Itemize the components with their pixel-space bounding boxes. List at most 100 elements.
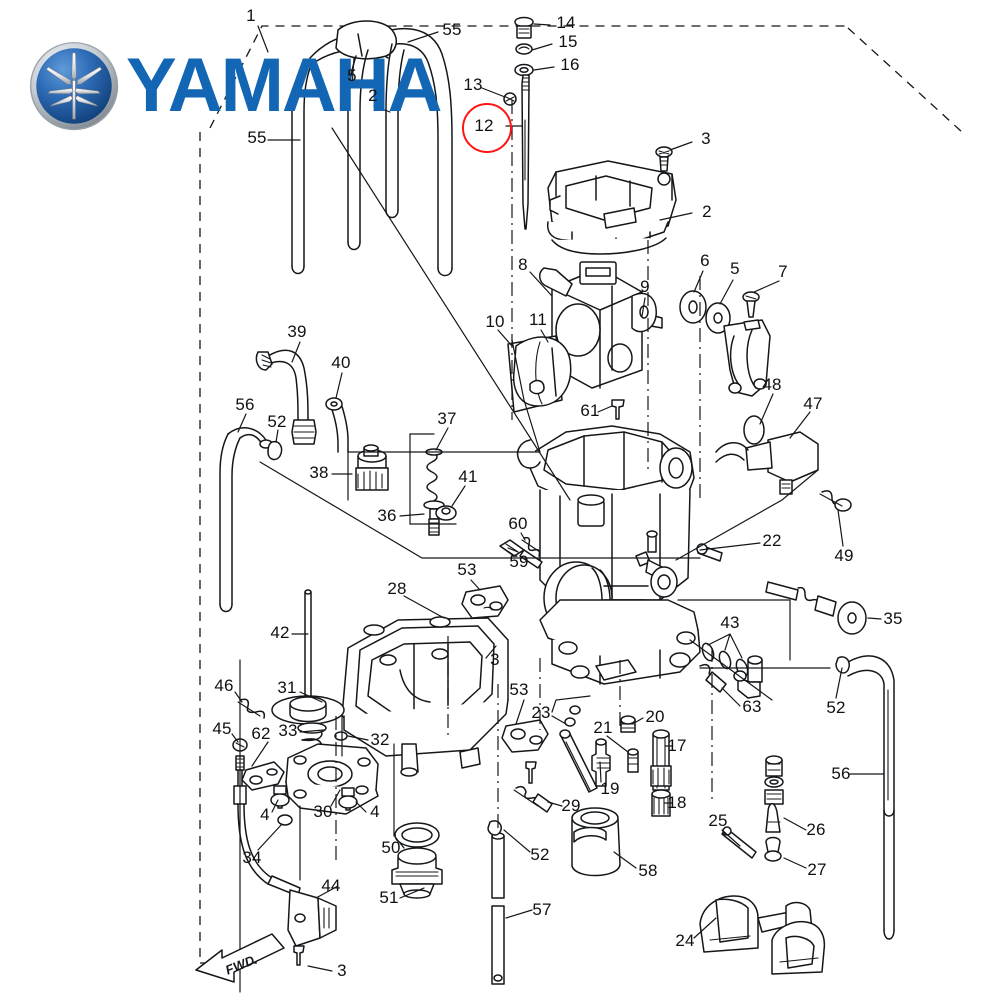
callout-26: 26	[806, 820, 826, 839]
callout-55: 55	[442, 20, 462, 39]
yamaha-wordmark: YAMAHA	[126, 43, 443, 128]
part-9-cam	[631, 292, 657, 333]
part-57-float-pin	[491, 832, 505, 985]
callout-37: 37	[437, 409, 457, 428]
part-17-main-jet-tube	[650, 729, 672, 791]
callout-63: 63	[742, 697, 762, 716]
callout-3: 3	[701, 129, 711, 148]
callout-24: 24	[675, 931, 695, 950]
callout-52: 52	[530, 845, 550, 864]
part-24-protector-caps	[699, 895, 826, 975]
part-12-jet-needle	[521, 74, 530, 230]
part-26-needle-valve	[764, 755, 784, 833]
callout-34: 34	[242, 848, 262, 867]
callout-33: 33	[278, 721, 298, 740]
callout-5: 5	[730, 259, 740, 278]
callout-20: 20	[645, 707, 665, 726]
callout-22: 22	[762, 531, 782, 550]
callout-48: 48	[762, 375, 782, 394]
bracket-lines-36-37-41	[409, 433, 457, 525]
part-40-tube	[325, 397, 349, 453]
part-18-main-jet	[651, 789, 671, 817]
callout-8: 8	[518, 255, 528, 274]
part-41-nut	[435, 505, 457, 521]
part-14-bolt	[514, 16, 534, 39]
part-44-cable	[233, 755, 337, 966]
part-48-oring	[743, 415, 765, 445]
callout-2: 2	[702, 202, 712, 221]
fwd-direction-arrow	[195, 933, 285, 983]
callout-18: 18	[667, 793, 687, 812]
part-28-float-chamber	[341, 616, 509, 777]
callout-11: 11	[528, 310, 548, 329]
part-36-needle-valve	[423, 500, 445, 536]
part-60-spring	[521, 536, 541, 557]
callout-21: 21	[593, 718, 613, 737]
part-21-jet	[627, 748, 639, 773]
part-50-oring	[394, 822, 440, 848]
part-4-bolts	[270, 785, 358, 811]
part-37-spring	[425, 448, 443, 503]
callout-55: 55	[247, 128, 267, 147]
callout-28: 28	[387, 579, 407, 598]
callout-44: 44	[321, 876, 341, 895]
part-58-float-cup	[571, 807, 621, 877]
callout-49: 49	[834, 546, 854, 565]
callout-35: 35	[883, 609, 903, 628]
callout-27: 27	[807, 860, 827, 879]
callout-23: 23	[531, 703, 551, 722]
part-61-screw	[611, 399, 625, 420]
callout-13: 13	[463, 75, 483, 94]
callout-56: 56	[235, 395, 255, 414]
part-2-top-cover	[546, 160, 677, 255]
callout-47: 47	[803, 394, 823, 413]
callout-52: 52	[826, 698, 846, 717]
callout-45: 45	[212, 719, 232, 738]
part-25-pin	[721, 826, 757, 859]
callout-14: 14	[556, 13, 576, 32]
part-20-jet-holder	[620, 715, 636, 733]
callout-43: 43	[720, 613, 740, 632]
callout-5: 5	[347, 66, 357, 85]
part-34-oring	[277, 814, 293, 826]
callout-40: 40	[331, 353, 351, 372]
part-32-oring	[334, 731, 348, 741]
part-52-clip-right	[835, 656, 850, 674]
part-35-idle-screw	[765, 581, 867, 635]
part-3-bolt-top	[655, 146, 673, 172]
callout-30: 30	[313, 802, 333, 821]
callout-52: 52	[267, 412, 287, 431]
callout-25: 25	[708, 811, 728, 830]
callout-4: 4	[370, 802, 380, 821]
part-49-screw	[819, 490, 852, 512]
callout-31: 31	[277, 678, 297, 697]
callout-42: 42	[270, 623, 290, 642]
construction-lines	[239, 100, 831, 993]
carburetor-main-body	[516, 425, 701, 685]
part-6-washer	[679, 290, 707, 324]
part-11-diaphragm	[512, 336, 572, 407]
part-38-diaphragm-housing	[291, 419, 389, 491]
callout-32: 32	[370, 730, 390, 749]
callout-62: 62	[251, 724, 271, 743]
callout-10: 10	[485, 312, 505, 331]
callout-29: 29	[561, 796, 581, 815]
part-31-float	[271, 695, 345, 725]
callout-16: 16	[560, 55, 580, 74]
callout-61: 61	[580, 401, 600, 420]
yamaha-tuning-fork-logo	[29, 41, 119, 131]
callout-3: 3	[490, 650, 500, 669]
part-52-clip-left	[267, 440, 283, 461]
callout-3: 3	[337, 961, 347, 980]
part-23-needle-jet	[551, 695, 598, 793]
callout-41: 41	[458, 467, 478, 486]
callout-19: 19	[600, 779, 620, 798]
part-52-clip-bottom	[487, 820, 502, 836]
callout-17: 17	[667, 736, 687, 755]
part-19-pilot-jet	[591, 738, 611, 787]
part-53-bracket-lower	[501, 719, 549, 753]
part-62-plate	[241, 761, 285, 791]
callout-6: 6	[700, 251, 710, 270]
